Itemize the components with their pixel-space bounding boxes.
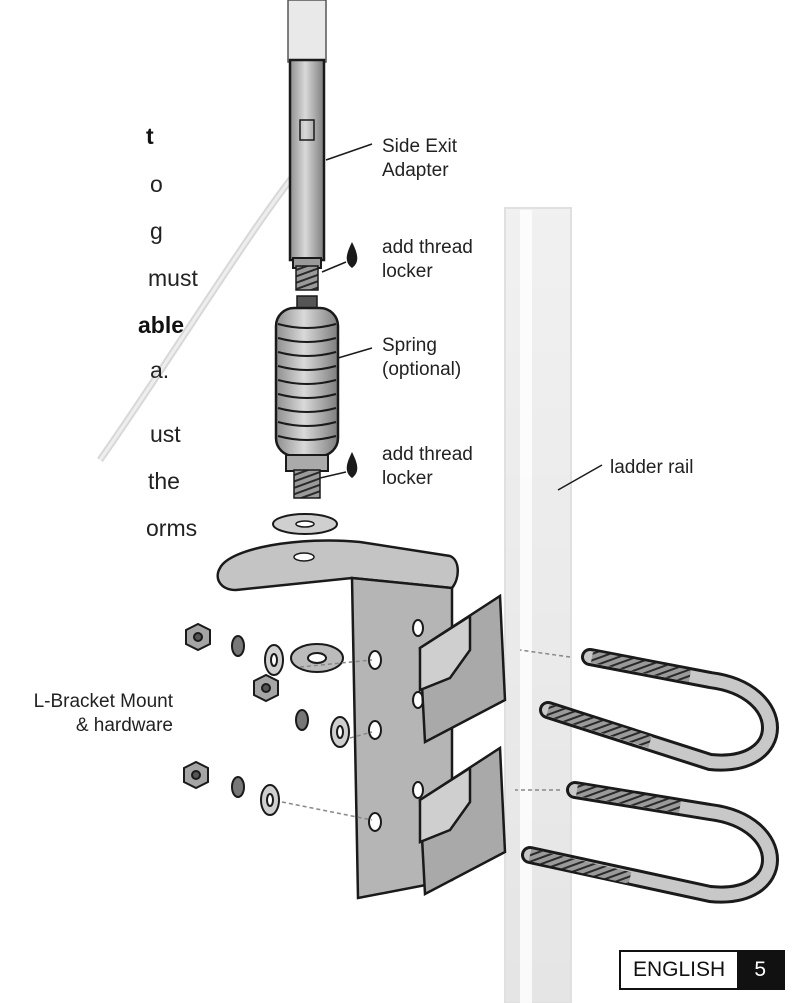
callout-line: Spring bbox=[382, 335, 437, 356]
intro-text-fragment: must bbox=[148, 265, 198, 291]
intro-text-fragment: t bbox=[146, 123, 154, 149]
intro-text-fragment: ust bbox=[150, 421, 181, 447]
intro-text-fragment: orms bbox=[146, 515, 198, 541]
callout-thread-locker-bottom: add thread locker bbox=[382, 443, 473, 491]
assembly-arrows bbox=[281, 649, 571, 821]
callout-line: locker bbox=[382, 468, 433, 489]
callout-line: ladder rail bbox=[610, 457, 694, 478]
callout-line: Side Exit bbox=[382, 136, 457, 157]
intro-text-fragment: the bbox=[148, 468, 180, 494]
callout-line: locker bbox=[382, 261, 433, 282]
language-label: ENGLISH bbox=[621, 952, 738, 988]
callout-line: L-Bracket Mount bbox=[33, 691, 173, 712]
thread-locker-drop-icon bbox=[346, 452, 358, 478]
callout-line: Adapter bbox=[382, 160, 449, 181]
antenna-whip bbox=[287, 0, 327, 63]
language-page-badge: ENGLISH 5 bbox=[619, 950, 786, 990]
intro-text-fragment: g bbox=[150, 218, 163, 244]
thread-locker-drop-icon bbox=[346, 242, 358, 268]
callout-l-bracket-mount: L-Bracket Mount & hardware bbox=[8, 690, 173, 738]
hardware-nuts bbox=[183, 622, 350, 816]
intro-text-fragment: a. bbox=[150, 357, 170, 383]
callout-line: & hardware bbox=[75, 715, 173, 736]
saddle-clamp bbox=[418, 593, 507, 897]
callout-line: add thread bbox=[382, 237, 473, 258]
callout-side-exit-adapter: Side Exit Adapter bbox=[382, 135, 457, 183]
side-exit-adapter bbox=[288, 58, 326, 291]
spring bbox=[274, 295, 340, 499]
callout-line: (optional) bbox=[382, 359, 462, 380]
leader-lines bbox=[319, 143, 603, 491]
callout-ladder-rail: ladder rail bbox=[610, 456, 693, 480]
intro-text-fragment: o bbox=[150, 171, 163, 197]
page-number: 5 bbox=[737, 952, 784, 988]
ladder-rail bbox=[504, 207, 572, 1003]
callout-spring: Spring (optional) bbox=[382, 334, 461, 382]
intro-text-fragment: able bbox=[138, 312, 185, 338]
u-bolt bbox=[521, 648, 779, 904]
callout-thread-locker-top: add thread locker bbox=[382, 236, 473, 284]
callout-line: add thread bbox=[382, 444, 473, 465]
